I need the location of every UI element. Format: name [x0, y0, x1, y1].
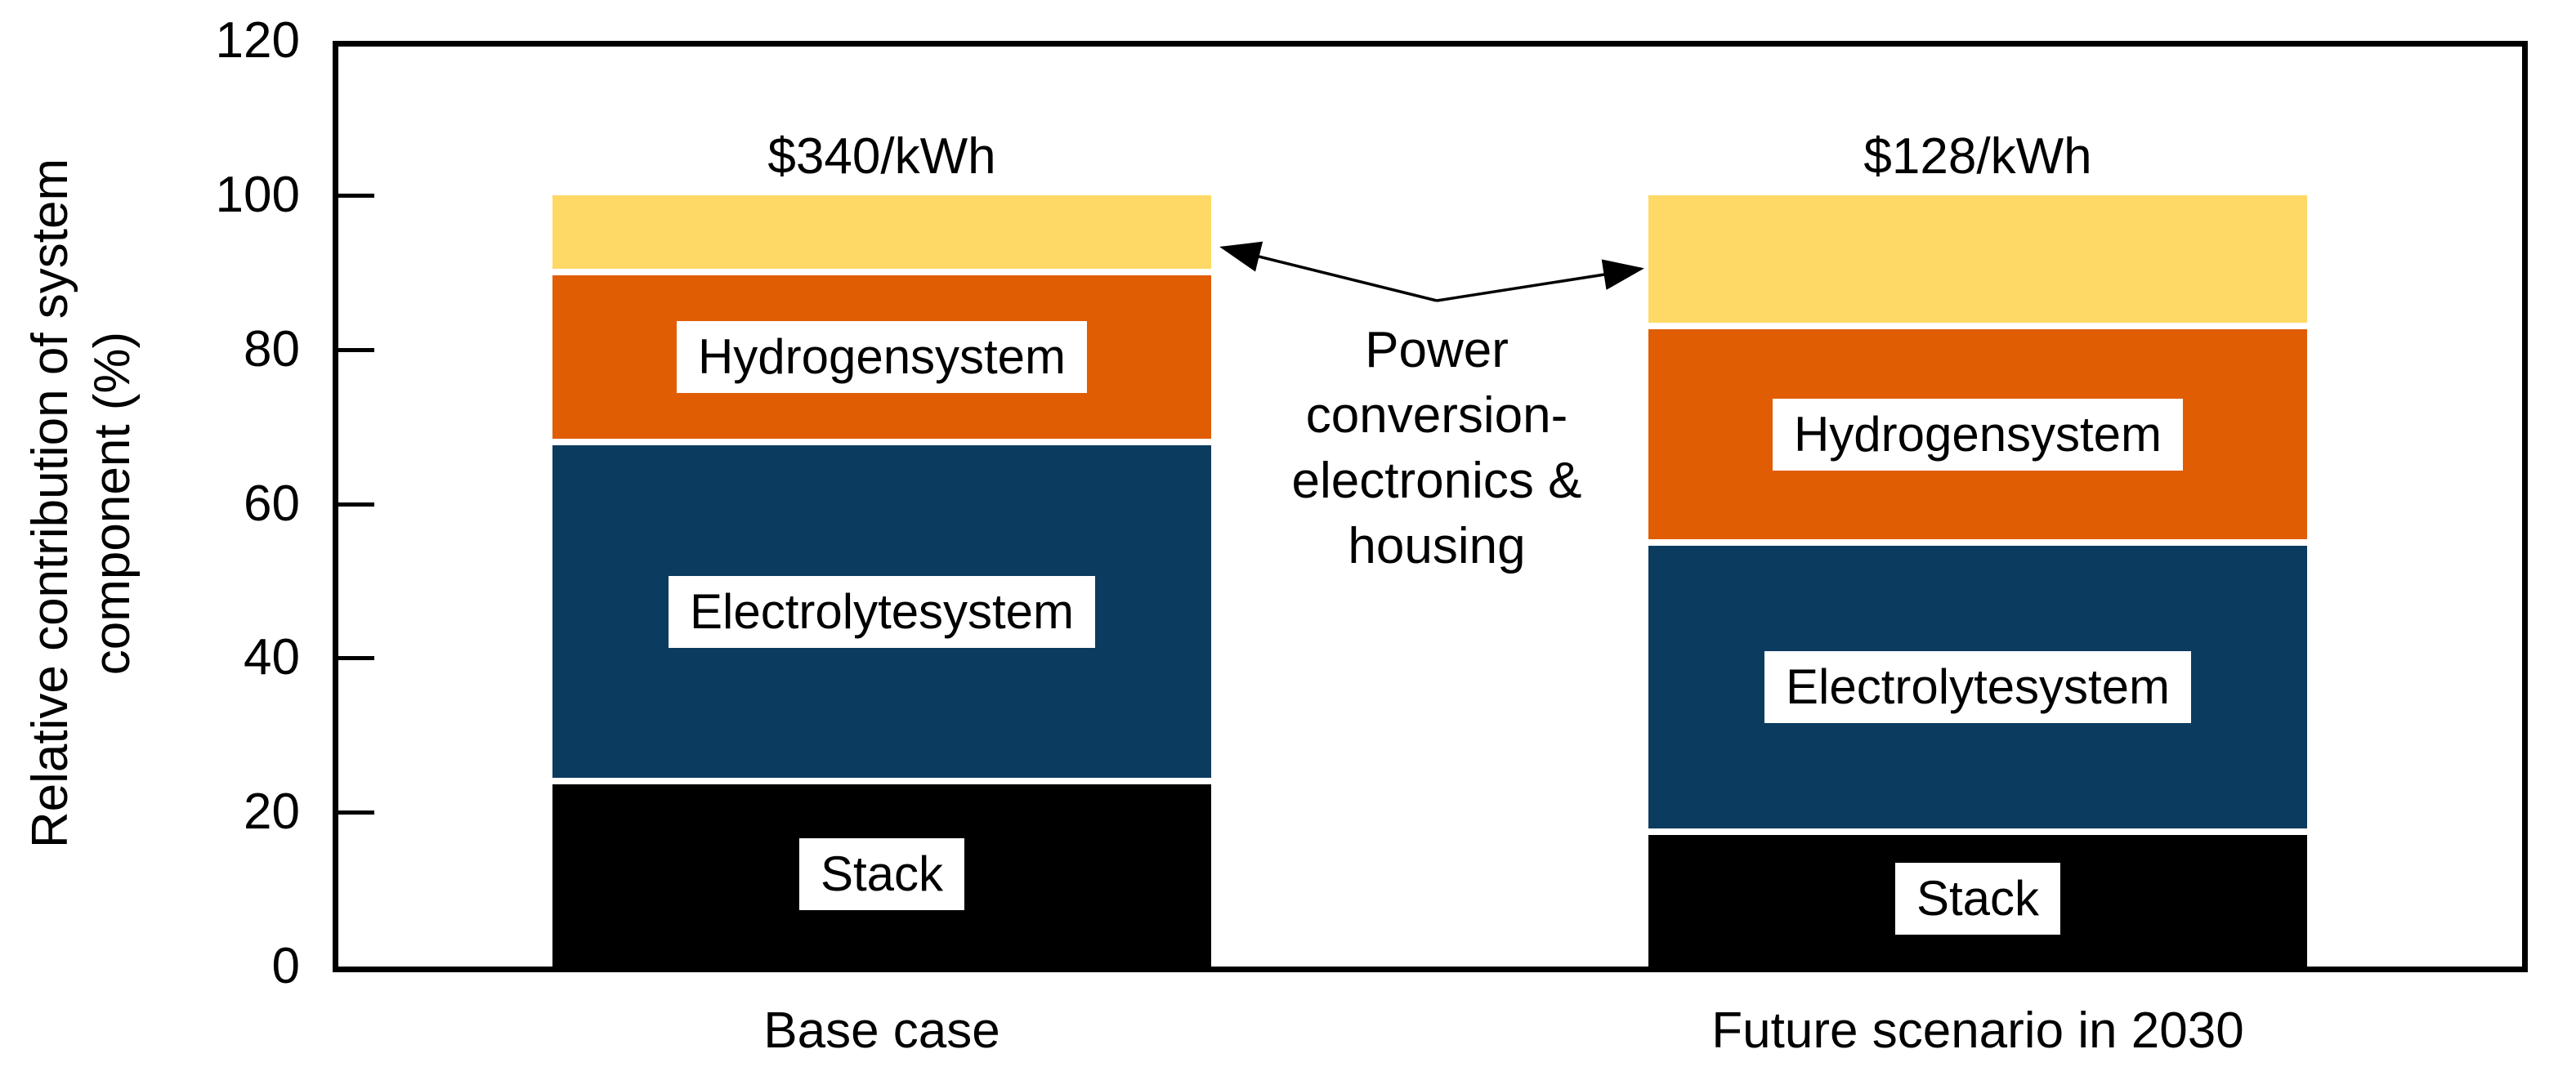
y-tick-mark-60 [338, 502, 374, 507]
segment-separator [1648, 323, 2307, 330]
y-axis-title: Relative contribution of system componen… [20, 0, 144, 1085]
in-bar-label-hydrogen-system: Hydrogen system [676, 321, 1088, 394]
bar-segment-future-scenario-in-2030-power-conversion-electronics-housing [1648, 194, 2307, 327]
bar-annotation-future-scenario: $128/kWh [1863, 128, 2092, 185]
y-tick-mark-40 [338, 656, 374, 661]
annotation-line-1: Power [1365, 322, 1509, 378]
in-bar-label-electrolyte-system: Electrolyte system [1764, 650, 2191, 723]
y-tick-mark-20 [338, 810, 374, 815]
y-tick-mark-100 [338, 193, 374, 198]
y-tick-label-80: 80 [244, 320, 300, 377]
y-axis-title-line2: component (%) [84, 331, 141, 676]
y-tick-label-100: 100 [215, 166, 300, 223]
segment-separator [552, 778, 1211, 785]
x-category-label-future-scenario: Future scenario in 2030 [1711, 1002, 2244, 1059]
y-tick-label-40: 40 [244, 629, 300, 686]
segment-separator [1648, 538, 2307, 546]
in-bar-label-hydrogen-system: Hydrogen system [1772, 398, 2184, 471]
annotation-line-4: housing [1348, 518, 1526, 574]
segment-separator [552, 438, 1211, 445]
y-tick-label-120: 120 [215, 12, 300, 69]
y-axis-title-line1: Relative contribution of system [22, 158, 78, 849]
annotation-line-2: conversion- [1305, 387, 1568, 444]
bar-segment-base-case-power-conversion-electronics-housing [552, 194, 1211, 273]
x-category-label-base-case: Base case [763, 1002, 1000, 1059]
y-tick-label-20: 20 [244, 784, 300, 841]
y-tick-mark-80 [338, 347, 374, 352]
segment-separator [1648, 828, 2307, 835]
in-bar-label-stack: Stack [798, 837, 965, 910]
segment-separator [552, 269, 1211, 276]
in-bar-label-electrolyte-system: Electrolyte system [669, 575, 1095, 648]
in-bar-label-stack: Stack [1894, 863, 2061, 935]
y-tick-label-0: 0 [271, 938, 300, 994]
annotation-line-3: electronics & [1291, 453, 1582, 509]
bar-annotation-base-case: $340/kWh [767, 128, 996, 185]
annotation-power-conversion: Power conversion- electronics & housing [1292, 318, 1582, 579]
y-tick-label-60: 60 [244, 475, 300, 532]
